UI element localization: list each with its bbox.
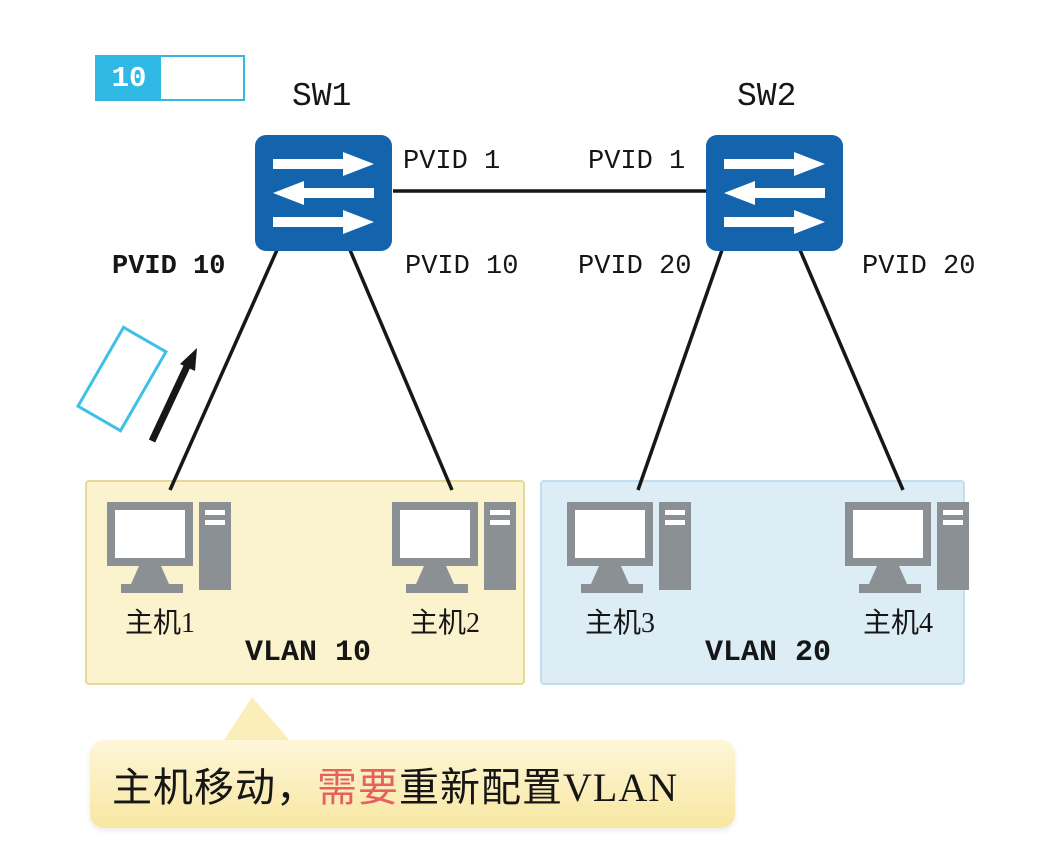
link-sw2-host3 bbox=[636, 249, 724, 491]
pvid-sw1-uplink: PVID 1 bbox=[403, 147, 501, 177]
switch2-label: SW2 bbox=[737, 78, 797, 115]
frame-body bbox=[161, 57, 243, 99]
pvid-sw2-uplink: PVID 1 bbox=[588, 147, 686, 177]
host2-label: 主机2 bbox=[409, 608, 480, 639]
frame-move-arrow-head bbox=[180, 348, 197, 371]
pvid-sw2-right: PVID 20 bbox=[862, 252, 976, 282]
link-sw1-host1 bbox=[168, 249, 279, 491]
link-sw2-host4 bbox=[798, 249, 905, 491]
frame-move-arrow-shaft bbox=[148, 358, 194, 443]
pvid-sw1-left: PVID 10 bbox=[112, 252, 226, 282]
host1-computer-icon bbox=[103, 498, 235, 603]
switch2-icon bbox=[706, 135, 843, 256]
callout-text-before: 主机移动， bbox=[112, 765, 317, 810]
host4-computer-icon bbox=[841, 498, 973, 603]
switch1-icon bbox=[255, 135, 392, 256]
switch1-label: SW1 bbox=[292, 78, 352, 115]
host3-computer-icon bbox=[563, 498, 695, 603]
callout-text-after: 重新配置VLAN bbox=[399, 765, 679, 810]
vlan10-label: VLAN 10 bbox=[244, 636, 372, 670]
host1-label: 主机1 bbox=[124, 608, 195, 639]
host4-label: 主机4 bbox=[862, 608, 933, 639]
vlan-tag-value: 10 bbox=[97, 57, 161, 99]
vlan20-label: VLAN 20 bbox=[704, 636, 832, 670]
callout-tail bbox=[222, 697, 292, 743]
link-sw1-host2 bbox=[348, 249, 454, 491]
host3-label: 主机3 bbox=[584, 608, 655, 639]
host2-computer-icon bbox=[388, 498, 520, 603]
pvid-sw2-left: PVID 20 bbox=[578, 252, 692, 282]
tagged-frame: 10 bbox=[95, 55, 245, 101]
pvid-sw1-right: PVID 10 bbox=[405, 252, 519, 282]
callout-text-highlight: 需要 bbox=[317, 765, 399, 810]
callout-bubble: 主机移动，需要重新配置VLAN bbox=[90, 740, 735, 828]
